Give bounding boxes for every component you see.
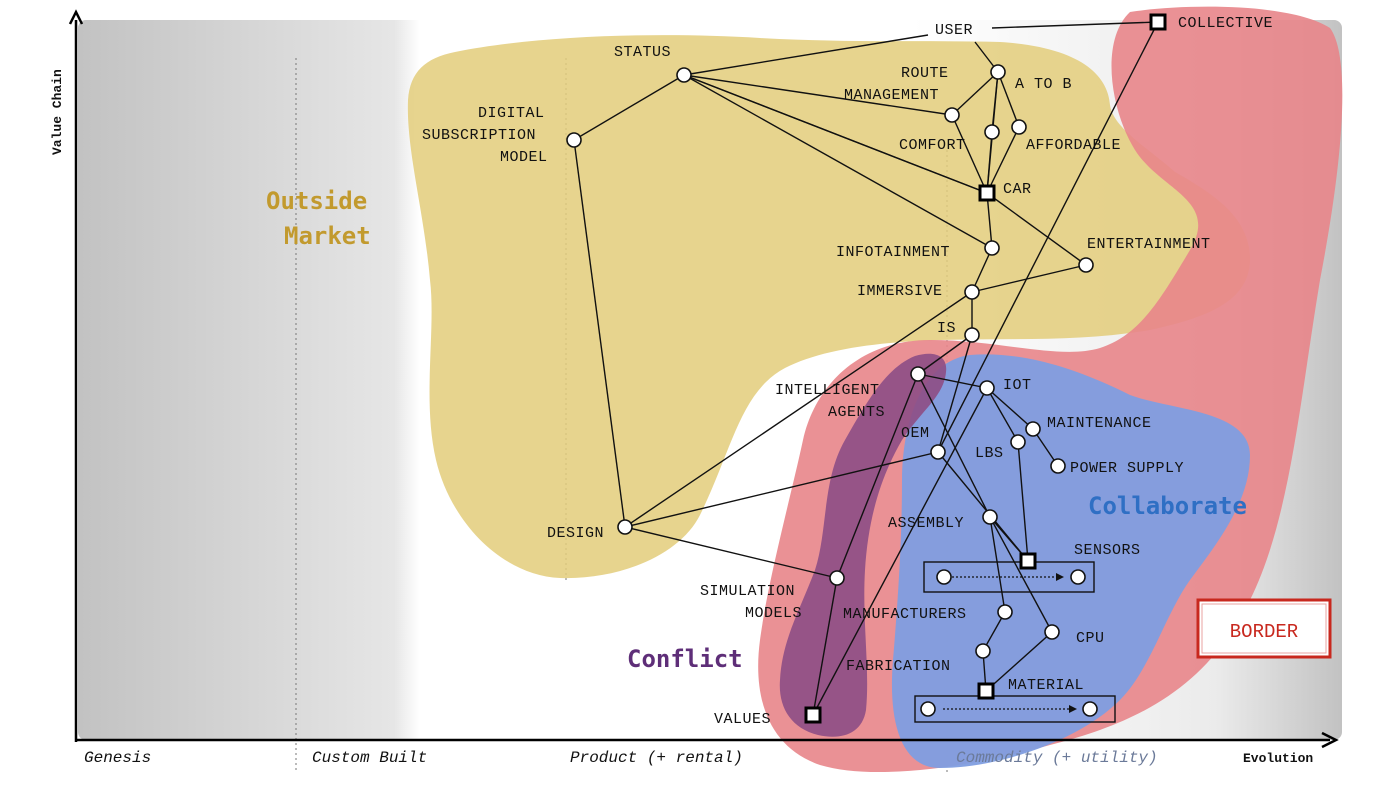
cpu-label: CPU: [1076, 630, 1105, 647]
node-labels: USER COLLECTIVE STATUS ROUTE MANAGEMENT …: [422, 15, 1273, 728]
manufacturers-label: MANUFACTURERS: [843, 606, 967, 623]
sensors-label: SENSORS: [1074, 542, 1141, 559]
material-node: [977, 682, 995, 700]
iot-node: [979, 380, 995, 396]
maintenance-label: MAINTENANCE: [1047, 415, 1152, 432]
infotainment-label: INFOTAINMENT: [836, 244, 950, 261]
border-badge: BORDER: [1196, 598, 1332, 659]
y-axis-arrowhead: [68, 9, 84, 25]
user-label: USER: [935, 22, 973, 39]
is-label: IS: [937, 320, 956, 337]
comfort-label: COMFORT: [899, 137, 966, 154]
digital-subscription-node: [566, 132, 582, 148]
digital-subscription-label-2: SUBSCRIPTION: [422, 127, 536, 144]
y-axis-title: Value Chain: [50, 69, 65, 155]
lbs-label: LBS: [975, 445, 1004, 462]
outside-market-label-1: Outside: [266, 187, 367, 215]
car-label: CAR: [1003, 181, 1032, 198]
material-evolution-arrowhead: [1069, 705, 1077, 713]
assembly-label: ASSEMBLY: [888, 515, 964, 532]
material-label: MATERIAL: [1008, 677, 1084, 694]
values-label: VALUES: [714, 711, 771, 728]
manufacturers-node: [997, 604, 1013, 620]
outside-market-label-2: Market: [284, 222, 371, 250]
oem-label: OEM: [901, 425, 930, 442]
entertainment-label: ENTERTAINMENT: [1087, 236, 1211, 253]
material-current-node: [920, 701, 936, 717]
status-node: [676, 67, 692, 83]
fabrication-label: FABRICATION: [846, 658, 951, 675]
simulation-models-node: [829, 570, 845, 586]
edges: [573, 21, 1159, 716]
intelligent-agents-label-1: INTELLIGENT: [775, 382, 880, 399]
cpu-node: [1044, 624, 1060, 640]
immersive-node: [964, 284, 980, 300]
fabrication-node: [975, 643, 991, 659]
design-node: [617, 519, 633, 535]
border-badge-inner: [1201, 603, 1327, 654]
comfort-node: [984, 124, 1000, 140]
affordable-node: [1011, 119, 1027, 135]
route-management-node: [944, 107, 960, 123]
lbs-node: [1010, 434, 1026, 450]
sensors-node: [1019, 552, 1037, 570]
assembly-node: [982, 509, 998, 525]
digital-subscription-label-1: DIGITAL: [478, 105, 545, 122]
collective-label: COLLECTIVE: [1178, 15, 1273, 32]
stage-commodity: Commodity (+ utility): [956, 749, 1158, 767]
x-axis-title: Evolution: [1243, 751, 1313, 766]
collaborate-region: [891, 354, 1250, 768]
simulation-models-label-2: MODELS: [745, 605, 802, 622]
stage-genesis: Genesis: [84, 749, 151, 767]
a-to-b-label: A TO B: [1015, 76, 1072, 93]
intelligent-agents-label-2: AGENTS: [828, 404, 885, 421]
conflict-label: Conflict: [627, 645, 743, 673]
route-management-label-2: MANAGEMENT: [844, 87, 939, 104]
collaborate-label: Collaborate: [1088, 492, 1247, 520]
sensors-evolution-arrowhead: [1056, 573, 1064, 581]
material-future-node: [1082, 701, 1098, 717]
stage-custom-built: Custom Built: [312, 749, 427, 767]
power-supply-label: POWER SUPPLY: [1070, 460, 1184, 477]
sensors-evolution-box: [923, 561, 1095, 593]
infotainment-node: [984, 240, 1000, 256]
digital-subscription-label-3: MODEL: [500, 149, 548, 166]
anchor-nodes: [804, 13, 1167, 724]
simulation-models-label-1: SIMULATION: [700, 583, 795, 600]
entertainment-node: [1078, 257, 1094, 273]
x-axis-arrowhead: [1321, 731, 1339, 749]
nodes: [566, 64, 1094, 659]
status-label: STATUS: [614, 44, 671, 61]
border-label: BORDER: [1230, 621, 1298, 643]
sensors-future-node: [1070, 569, 1086, 585]
oem-node: [930, 444, 946, 460]
maintenance-node: [1025, 421, 1041, 437]
car-node: [978, 184, 996, 202]
immersive-label: IMMERSIVE: [857, 283, 943, 300]
outside-market-region: [407, 35, 1251, 579]
design-label: DESIGN: [547, 525, 604, 542]
is-node: [964, 327, 980, 343]
power-supply-node: [1050, 458, 1066, 474]
intelligent-agents-node: [910, 366, 926, 382]
values-node: [804, 706, 822, 724]
a-to-b-node: [990, 64, 1006, 80]
material-evolution-box: [914, 695, 1116, 723]
border-badge-frame: [1196, 598, 1332, 659]
stage-product: Product (+ rental): [570, 749, 743, 767]
sensors-current-node: [936, 569, 952, 585]
conflict-region: [779, 353, 947, 737]
iot-label: IOT: [1003, 377, 1032, 394]
route-management-label-1: ROUTE: [901, 65, 949, 82]
collective-node: [1149, 13, 1167, 31]
affordable-label: AFFORDABLE: [1026, 137, 1121, 154]
